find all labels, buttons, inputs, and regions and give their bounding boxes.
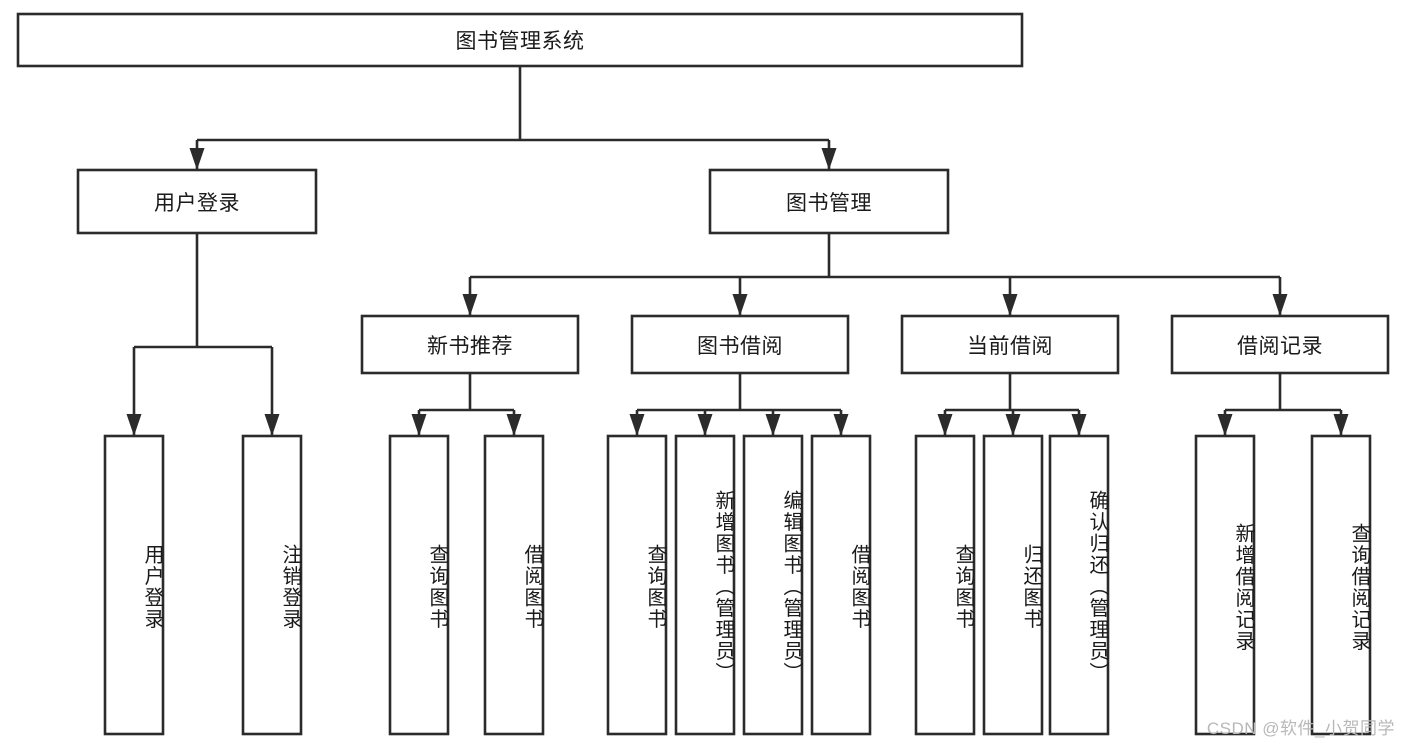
node-box-leaf-return-book[interactable] — [982, 434, 1044, 736]
node-box-leaf-user-login[interactable] — [103, 434, 165, 736]
arrowhead-icon — [1071, 414, 1087, 436]
node-box-borrow-record[interactable] — [1170, 314, 1390, 375]
arrowhead-icon — [732, 294, 748, 316]
arrowhead-icon — [1005, 414, 1021, 436]
node-box-leaf-add-record[interactable] — [1194, 434, 1256, 736]
node-box-leaf-borrow-book-1[interactable] — [483, 434, 545, 736]
node-box-book-manage[interactable] — [708, 168, 950, 235]
arrowhead-icon — [1217, 414, 1233, 436]
node-box-root[interactable] — [16, 12, 1024, 68]
arrowhead-icon — [1002, 294, 1018, 316]
arrowhead-icon — [1272, 294, 1288, 316]
node-box-leaf-query-book-3[interactable] — [914, 434, 976, 736]
node-box-leaf-confirm-return[interactable] — [1048, 434, 1110, 736]
arrowhead-icon — [821, 148, 837, 170]
node-box-new-book-recommend[interactable] — [360, 314, 580, 375]
arrowhead-icon — [1333, 414, 1349, 436]
arrowhead-icon — [506, 414, 522, 436]
arrowhead-icon — [937, 414, 953, 436]
node-box-book-borrow[interactable] — [630, 314, 850, 375]
arrowhead-icon — [189, 148, 205, 170]
arrowhead-icon — [833, 414, 849, 436]
arrowhead-icon — [697, 414, 713, 436]
arrowhead-icon — [462, 294, 478, 316]
node-box-leaf-query-book-2[interactable] — [606, 434, 668, 736]
node-box-current-borrow[interactable] — [900, 314, 1120, 375]
arrowhead-icon — [264, 414, 280, 436]
node-box-leaf-logout[interactable] — [241, 434, 303, 736]
arrowhead-icon — [629, 414, 645, 436]
arrowhead-icon — [126, 414, 142, 436]
arrowhead-icon — [411, 414, 427, 436]
node-box-leaf-query-book-1[interactable] — [388, 434, 450, 736]
node-box-leaf-query-record[interactable] — [1310, 434, 1372, 736]
arrowhead-icon — [765, 414, 781, 436]
node-box-leaf-add-book[interactable] — [674, 434, 736, 736]
node-box-user-login[interactable] — [76, 168, 318, 235]
watermark-text: CSDN @软件_小贺同学 — [1206, 719, 1395, 738]
node-box-leaf-borrow-book-2[interactable] — [810, 434, 872, 736]
node-box-leaf-edit-book[interactable] — [742, 434, 804, 736]
